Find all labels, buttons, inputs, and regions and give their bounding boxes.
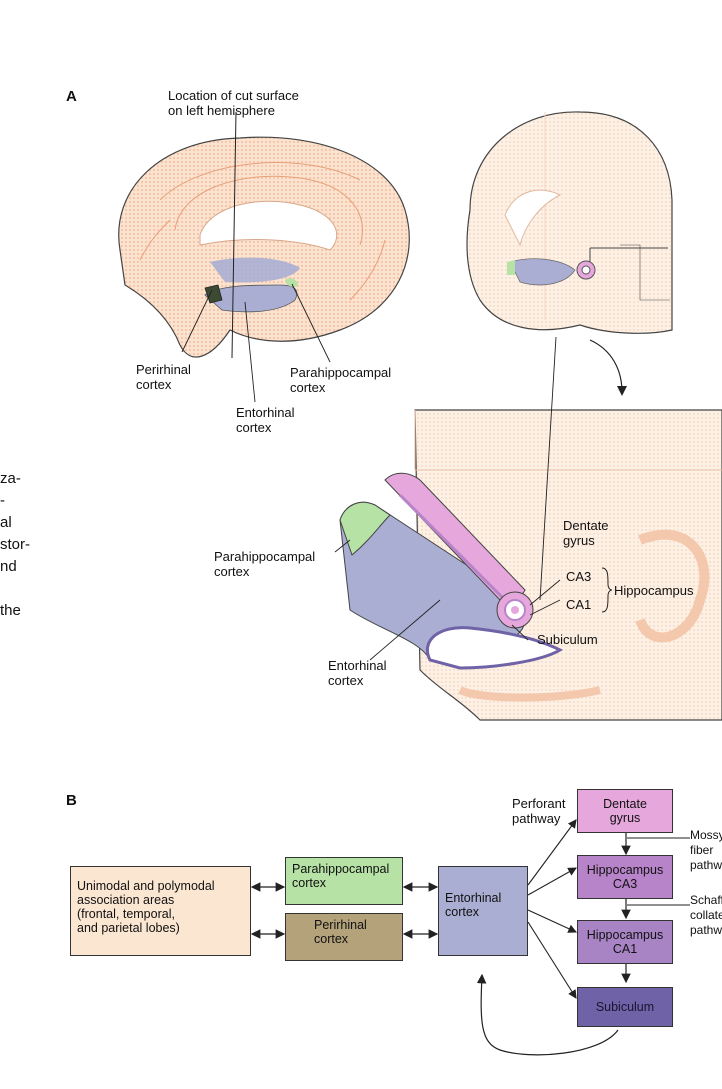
perirhinal-label: Perirhinal cortex [136, 362, 191, 392]
perforant-pathway-label: Perforant pathway [512, 796, 566, 826]
margin-line: the [0, 602, 21, 619]
hippocampus-ca3-box: Hippocampus CA3 [577, 855, 673, 899]
panel-b-letter: B [66, 792, 77, 809]
hippocampus-label: Hippocampus [614, 583, 694, 598]
margin-line: al [0, 514, 12, 531]
entorhinal-detail-label: Entorhinal cortex [328, 658, 387, 688]
margin-line [0, 578, 30, 600]
parahippocampal-detail-label: Parahippocampal cortex [214, 549, 316, 579]
dentate-gyrus-label: Dentate gyrus [563, 518, 609, 548]
margin-line: za- [0, 470, 21, 487]
brain-illustrations [118, 111, 722, 721]
hippocampus-detail-view [334, 336, 722, 721]
entorhinal-box: Entorhinal cortex [438, 866, 528, 956]
panel-a-letter: A [66, 88, 77, 105]
schaffer-collateral-label: Schaff collate pathw [690, 893, 722, 937]
medial-brain-view [118, 111, 410, 359]
cut-surface-label: Location of cut surface on left hemisphe… [168, 88, 299, 118]
panel-a-leader-lines [181, 283, 331, 403]
entorhinal-label: Entorhinal cortex [236, 405, 295, 435]
hippocampus-ca1-box: Hippocampus CA1 [577, 920, 673, 964]
parahippocampal-box: Parahippocampal cortex [285, 857, 403, 905]
dentate-gyrus-box: Dentate gyrus [577, 789, 673, 833]
perirhinal-box: Perirhinal cortex [285, 913, 403, 961]
margin-text: za- - al stor- nd the [0, 468, 30, 622]
parahippocampal-label: Parahippocampal cortex [290, 365, 392, 395]
margin-line: stor- [0, 536, 30, 553]
subiculum-label: Subiculum [537, 632, 598, 647]
mossy-fiber-label: Mossy fiber pathw [690, 828, 722, 872]
coronal-section-view [466, 111, 673, 396]
subiculum-box: Subiculum [577, 987, 673, 1027]
ca1-label: CA1 [566, 597, 592, 612]
margin-line: nd [0, 558, 17, 575]
association-areas-box: Unimodal and polymodal association areas… [70, 866, 251, 956]
ca3-label: CA3 [566, 569, 592, 584]
margin-line: - [0, 492, 5, 509]
